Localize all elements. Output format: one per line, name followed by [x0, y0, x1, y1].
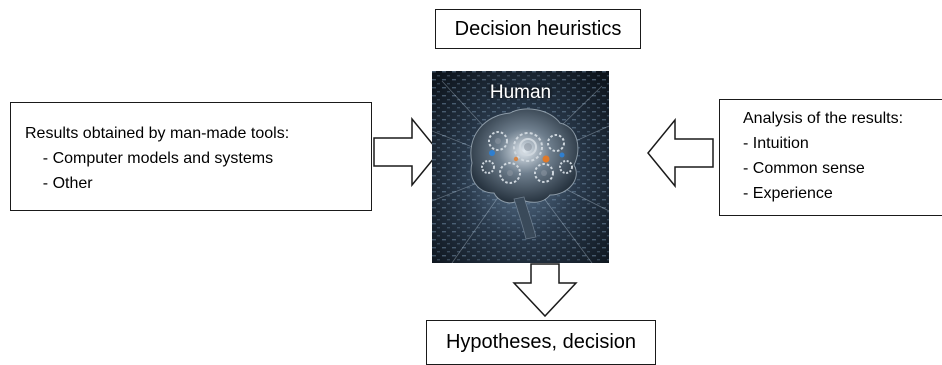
tool-results-heading: Results obtained by man-made tools: — [25, 125, 290, 142]
diagram-title: Decision heuristics — [454, 17, 622, 40]
arrow-right-icon — [373, 116, 440, 188]
analysis-heading: Analysis of the results: — [743, 110, 904, 127]
output-label: Hypotheses, decision — [445, 331, 637, 353]
human-label: Human — [489, 82, 552, 103]
analysis-item: - Intuition — [743, 135, 809, 152]
arrow-left-icon — [647, 117, 714, 189]
analysis-item: - Experience — [743, 185, 833, 202]
tool-results-box: Results obtained by man-made tools: - Co… — [10, 102, 372, 211]
arrow-down-icon — [512, 263, 578, 318]
hypotheses-decision-box: Hypotheses, decision — [426, 320, 656, 365]
tool-results-item: - Computer models and systems — [25, 150, 274, 167]
analysis-item: - Common sense — [743, 160, 865, 177]
results-analysis-box: Analysis of the results: - Intuition - C… — [719, 99, 942, 216]
tool-results-item: - Other — [25, 175, 93, 192]
decision-heuristics-title-box: Decision heuristics — [435, 9, 641, 49]
brain-with-gears-image — [432, 71, 609, 263]
